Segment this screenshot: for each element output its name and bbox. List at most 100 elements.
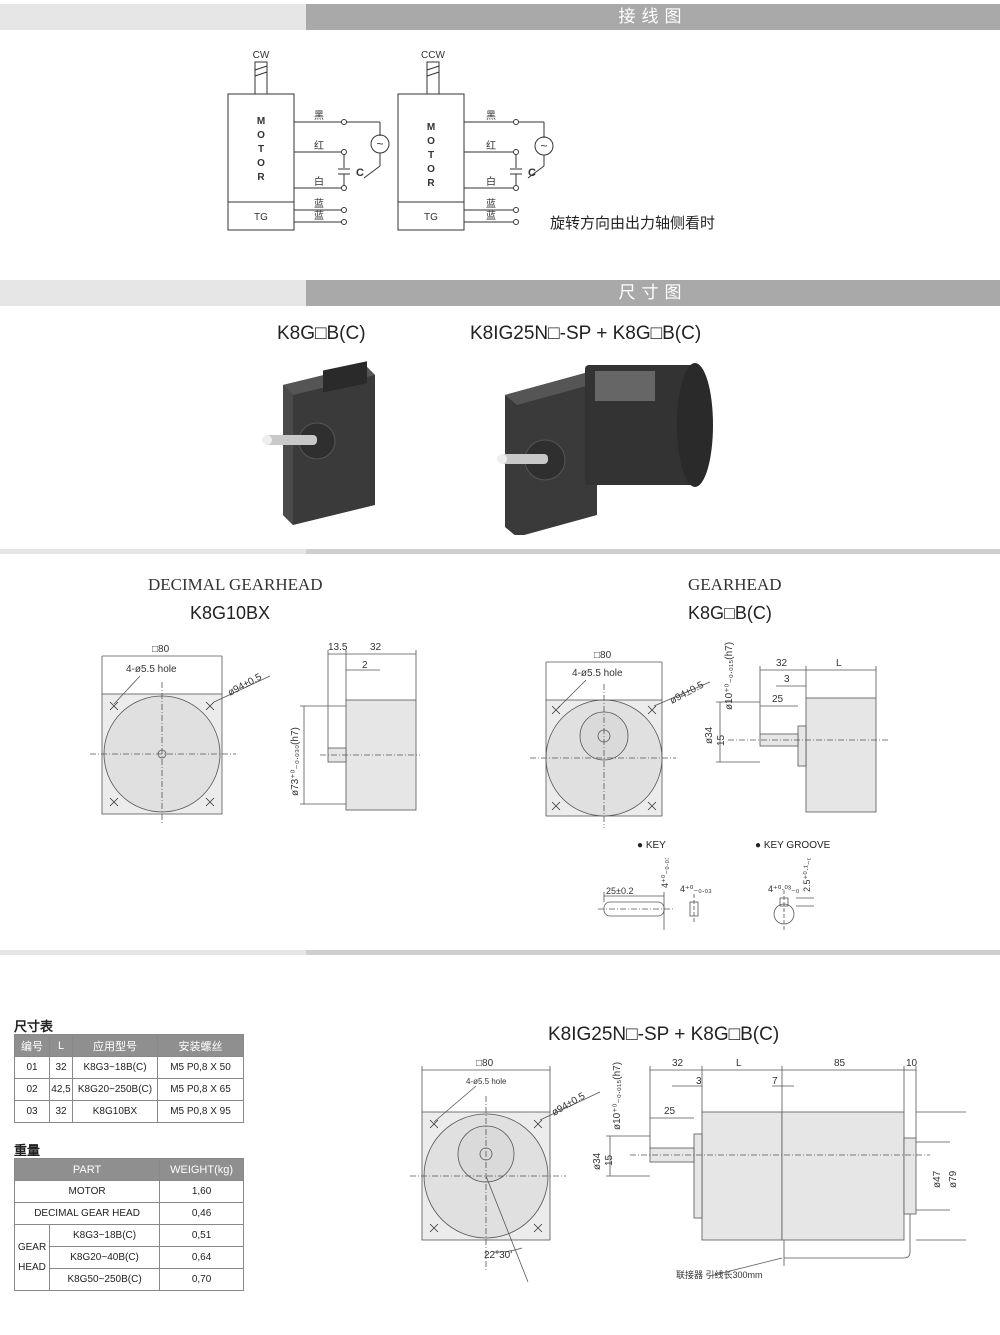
dim-32: 32 [370,642,382,653]
cell: 0,46 [159,1202,244,1225]
wire-label: 蓝 [314,210,324,222]
svg-text:~: ~ [540,139,547,153]
dim-34: ø34 [704,726,715,744]
motor2-letter: M [427,122,435,133]
motor2-letter: T [428,150,434,161]
dim-angle: 22°30' [484,1250,512,1261]
drawing3-figure: □80 4-ø5.5 hole ø94±0.5 ø10⁺⁰₋₀.₀₁₅(h7) … [410,1058,966,1283]
drawing2-caption: GEARHEAD [688,575,782,594]
dim-13-5: 13.5 [328,642,348,653]
dim-pcd: ø94±0.5 [668,680,706,707]
col-header: 编号 [14,1034,50,1057]
cell: K8G10BX [72,1100,158,1123]
divider [0,549,1000,554]
motor1-letter: M [257,116,265,127]
dim-15: 15 [716,734,727,746]
table-row: K8G20~40B(C) 0,64 [15,1246,244,1269]
motor2-letter: O [427,164,435,175]
weight-table: PART WEIGHT(kg) MOTOR 1,60 DECIMAL GEAR … [13,1158,244,1291]
drawing1-figure: □80 4-ø5.5 hole ø94±0.5 13.5 32 2 ø73⁺⁰₋… [90,642,420,824]
motor1-tg: TG [254,212,268,223]
head-label: HEAD [18,1261,46,1273]
drawing2-figure: □80 4-ø5.5 hole ø94±0.5 ø10⁺⁰₋₀.₀₁₅(h7) … [530,642,890,828]
cell: MOTOR [13,1180,161,1203]
cell: 42,5 [49,1078,73,1101]
table-row: DECIMAL GEAR HEAD 0,46 [13,1202,244,1225]
cell: 1,60 [159,1180,244,1203]
motor2-tg: TG [424,212,438,223]
dim-3: 3 [784,674,790,685]
dim-hole: 4-ø5.5 hole [572,668,623,679]
dim-15: 15 [604,1154,615,1166]
cell: K8G20~40B(C) [48,1246,161,1269]
rotation-note: 旋转方向由出力轴侧看时 [550,214,716,232]
dim-l: L [836,658,842,669]
key-groove-label: ● KEY GROOVE [755,840,831,851]
wire-label: 黑 [486,110,496,122]
key-figure: 25±0.2 4⁺⁰₋₀.₀₃ 4⁺⁰₋₀.₀₃ 4⁺⁰·⁰³₋₀ 2.5⁺⁰·… [598,858,814,930]
dim-square: □80 [476,1058,494,1069]
table-row: GEAR HEAD K8G3~18B(C) 0,51 [14,1224,244,1291]
wire-label: 红 [486,139,496,152]
motor1-cap: C [356,167,364,179]
key-width-2: 4⁺⁰₋₀.₀₃ [680,884,712,894]
cell: 02 [14,1078,50,1101]
gear-label: GEAR [17,1241,47,1253]
drawing1-caption: DECIMAL GEARHEAD [148,575,323,594]
table-header: PART WEIGHT(kg) [13,1158,244,1181]
motor2-cap: C [528,167,536,179]
table-row: K8G50~250B(C) 0,70 [15,1268,244,1291]
dim-2: 2 [362,660,368,671]
key-width: 4⁺⁰₋₀.₀₃ [660,858,670,888]
weight-table-title: 重量 [14,1144,41,1159]
table-row: MOTOR 1,60 [13,1180,244,1203]
groove-width: 4⁺⁰·⁰³₋₀ [768,884,800,894]
dim-3: 3 [696,1076,702,1087]
divider [0,950,1000,955]
dim-shaft: ø10⁺⁰₋₀.₀₁₅(h7) [724,642,735,710]
product-photos [262,361,713,535]
drawing2-model: K8G□B(C) [688,603,772,623]
drawing1-model: K8G10BX [190,603,271,623]
motor2-letter: R [427,178,435,189]
cell: 0,51 [159,1224,244,1247]
section-title-dimension: 尺寸图 [306,280,1000,306]
wire-label: 白 [486,175,496,188]
wire-label: 蓝 [486,210,496,222]
wire-label: 黑 [314,110,324,122]
dim-shaft: ø10⁺⁰₋₀.₀₁₅(h7) [612,1062,623,1130]
wire-label: 蓝 [314,198,324,210]
cell: 03 [14,1100,50,1123]
dim-square: □80 [152,644,170,655]
cell: K8G50~250B(C) [48,1268,161,1291]
key-label-text: KEY [645,840,666,851]
dim-10: 10 [906,1058,918,1069]
col-header: WEIGHT(kg) [159,1158,244,1181]
cell: 0,70 [159,1268,244,1291]
drawing3-title: K8IG25N□-SP + K8G□B(C) [548,1024,780,1045]
cell: K8G3~18B(C) [48,1224,161,1247]
dim-shaft: ø73⁺⁰₋₀.₀₃₀(h7) [290,727,301,796]
col-header: 应用型号 [72,1034,158,1057]
cell: K8G20~250B(C) [72,1078,158,1101]
dim-square: □80 [594,650,612,661]
section-header-wiring: 接线图 [0,4,1000,30]
wire-label: 白 [314,175,324,188]
wire-label: 蓝 [486,198,496,210]
motor1-letter: T [258,144,264,155]
dim-pcd: ø94±0.5 [226,672,264,699]
col-header: PART [13,1158,161,1181]
motor1-letter: R [257,172,265,183]
wire-label: 红 [314,139,324,152]
motor1-letter: O [257,130,265,141]
cell: 32 [49,1056,73,1079]
dim-pcd: ø94±0.5 [550,1091,588,1119]
dim-table-title: 尺寸表 [14,1020,54,1035]
motor1-rotation: CW [253,50,270,61]
dim-79: ø79 [948,1170,959,1188]
col-header: 安装螺丝 [157,1034,244,1057]
cell: DECIMAL GEAR HEAD [13,1202,161,1225]
